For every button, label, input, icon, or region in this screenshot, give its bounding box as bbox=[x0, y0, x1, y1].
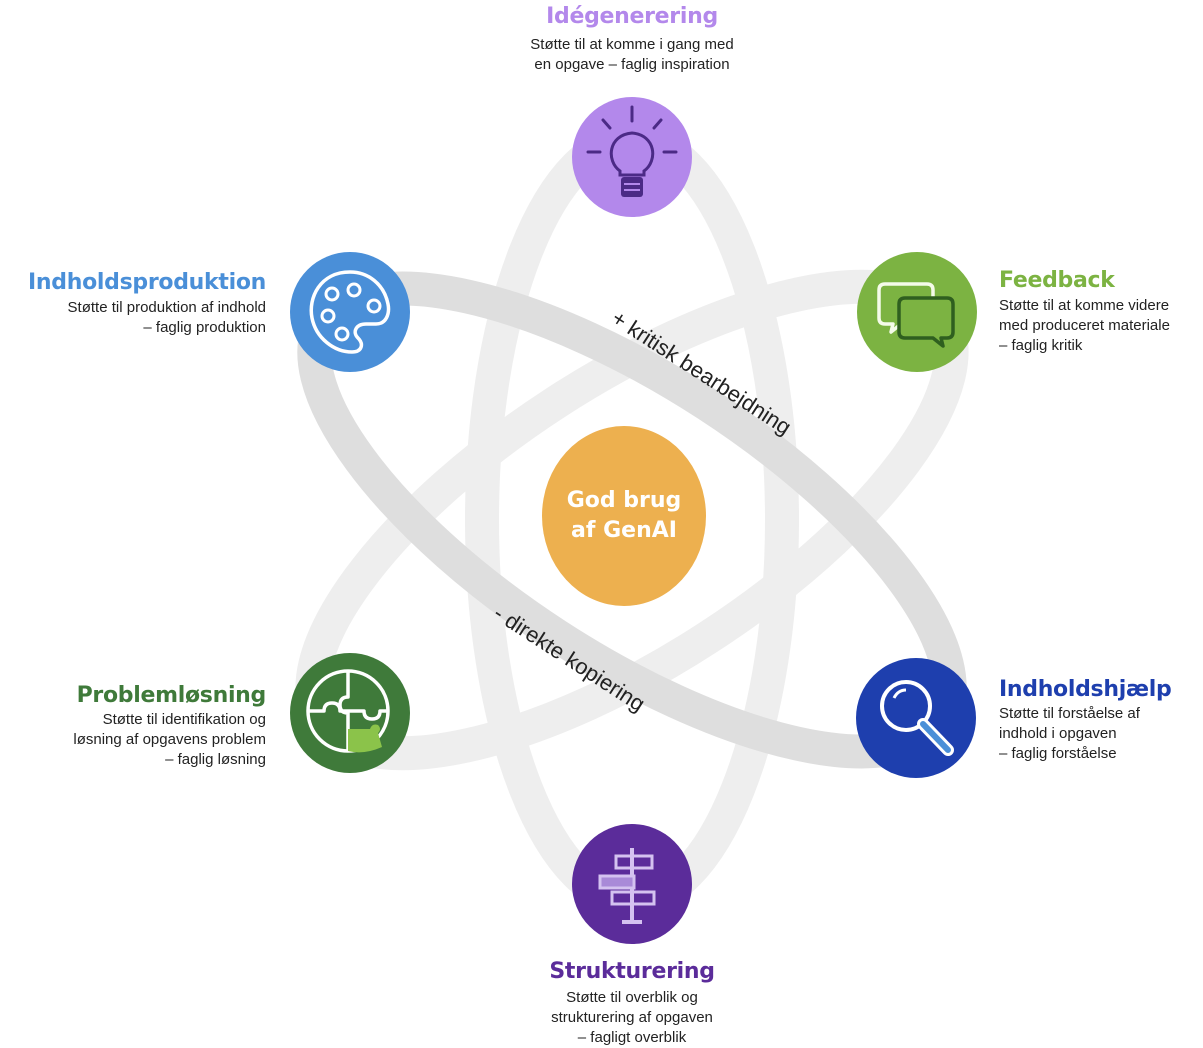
desc-strukturering: Støtte til overblik og strukturering af … bbox=[482, 988, 782, 1048]
desc-line: – fagligt overblik bbox=[577, 1029, 687, 1046]
node-problemlosning bbox=[290, 653, 410, 773]
title-idegenerering: Idégenerering bbox=[546, 4, 718, 29]
desc-line: Støtte til identifikation og bbox=[102, 711, 266, 728]
desc-line: med produceret materiale bbox=[999, 317, 1170, 334]
palette-icon bbox=[309, 270, 391, 354]
node-indholdshjaelp bbox=[856, 658, 976, 778]
signpost-icon bbox=[598, 848, 656, 924]
core-label-line2: af GenAI bbox=[571, 518, 677, 543]
title-indholdsproduktion: Indholdsproduktion bbox=[28, 270, 266, 295]
desc-line: – faglig produktion bbox=[143, 319, 266, 336]
desc-line: Støtte til at komme videre bbox=[999, 297, 1170, 314]
node-idegenerering bbox=[572, 97, 692, 217]
core-circle: God brug af GenAI bbox=[542, 426, 706, 606]
desc-line: Støtte til overblik og bbox=[566, 989, 698, 1006]
node-strukturering bbox=[572, 824, 692, 944]
magnifier-icon bbox=[880, 680, 954, 756]
desc-line: indhold i opgaven bbox=[999, 725, 1117, 742]
lightbulb-icon bbox=[586, 105, 678, 197]
desc-indholdshjaelp: Støtte til forståelse af indhold i opgav… bbox=[999, 704, 1140, 764]
desc-idegenerering: Støtte til at komme i gang med en opgave… bbox=[482, 35, 782, 75]
puzzle-icon bbox=[306, 669, 390, 753]
title-feedback: Feedback bbox=[999, 268, 1115, 293]
desc-line: Støtte til at komme i gang med bbox=[530, 36, 734, 53]
title-indholdshjaelp: Indholdshjælp bbox=[999, 677, 1172, 702]
desc-line: – faglig forståelse bbox=[999, 745, 1117, 762]
desc-line: Støtte til forståelse af bbox=[999, 705, 1140, 722]
title-strukturering: Strukturering bbox=[549, 959, 715, 984]
desc-problemlosning: Støtte til identifikation og løsning af … bbox=[6, 710, 266, 770]
desc-indholdsproduktion: Støtte til produktion af indhold – fagli… bbox=[6, 298, 266, 338]
title-problemlosning: Problemløsning bbox=[76, 683, 267, 708]
desc-line: løsning af opgavens problem bbox=[73, 731, 266, 748]
node-feedback bbox=[857, 252, 977, 372]
desc-line: – faglig kritik bbox=[999, 337, 1083, 354]
node-indholdsproduktion bbox=[290, 252, 410, 372]
desc-line: – faglig løsning bbox=[165, 751, 266, 768]
desc-line: strukturering af opgaven bbox=[551, 1009, 713, 1026]
chat-bubbles-icon bbox=[877, 282, 955, 348]
core-label-line1: God brug bbox=[566, 488, 682, 513]
desc-feedback: Støtte til at komme videre med producere… bbox=[999, 296, 1170, 356]
desc-line: Støtte til produktion af indhold bbox=[67, 299, 266, 316]
desc-line: en opgave – faglig inspiration bbox=[534, 56, 730, 73]
